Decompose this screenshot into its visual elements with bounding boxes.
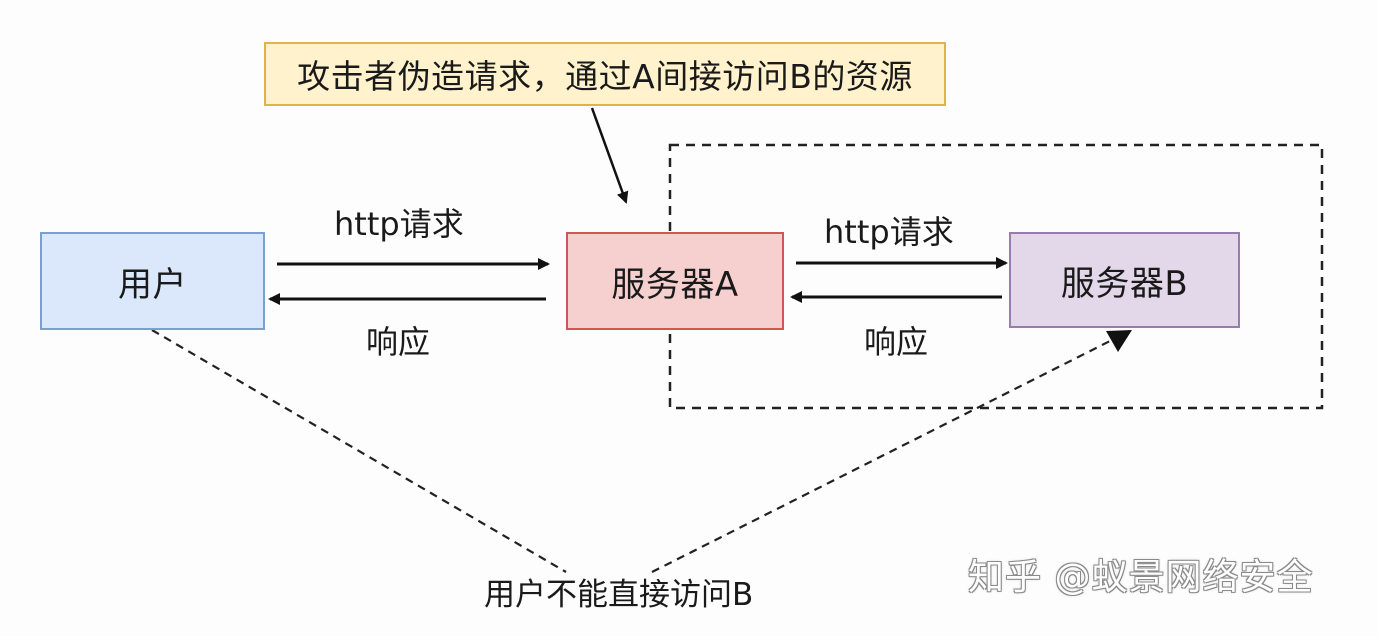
- dashed-note-to-b: [651, 339, 1113, 573]
- no-direct-access-note: 用户不能直接访问B: [484, 577, 754, 613]
- edge-label-a-to-b: http请求: [824, 213, 954, 251]
- dashed-arrowhead-b: [1106, 330, 1132, 352]
- server-b-node-label: 服务器B: [1060, 263, 1189, 304]
- attacker-callout: 攻击者伪造请求，通过A间接访问B的资源: [264, 42, 946, 106]
- server-b-node: 服务器B: [1009, 232, 1240, 328]
- source-watermark: 知乎 @蚁景网络安全: [968, 557, 1314, 598]
- edge-label-a-to-user: 响应: [366, 323, 431, 361]
- server-a-node-label: 服务器A: [611, 264, 739, 305]
- server-a-node: 服务器A: [566, 232, 784, 330]
- callout-text: 攻击者伪造请求，通过A间接访问B的资源: [297, 57, 913, 96]
- user-node-label: 用户: [118, 264, 187, 305]
- dashed-user-to-note: [151, 329, 567, 573]
- edge-label-b-to-a: 响应: [864, 323, 929, 361]
- callout-pointer-arrow: [590, 107, 629, 204]
- user-node: 用户: [40, 232, 265, 330]
- edge-label-user-to-a: http请求: [334, 205, 464, 243]
